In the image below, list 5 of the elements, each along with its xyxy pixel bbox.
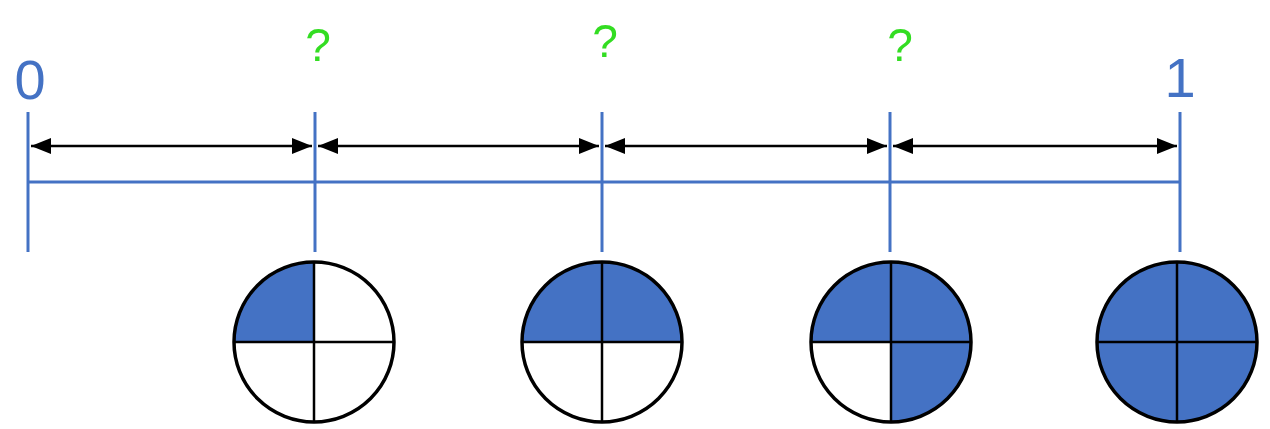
tick-label: 0 — [14, 52, 46, 108]
unknown-mark: ? — [887, 22, 913, 68]
unknown-mark: ? — [592, 18, 618, 64]
tick-label: 1 — [1164, 50, 1196, 106]
unknown-mark: ? — [305, 22, 331, 68]
